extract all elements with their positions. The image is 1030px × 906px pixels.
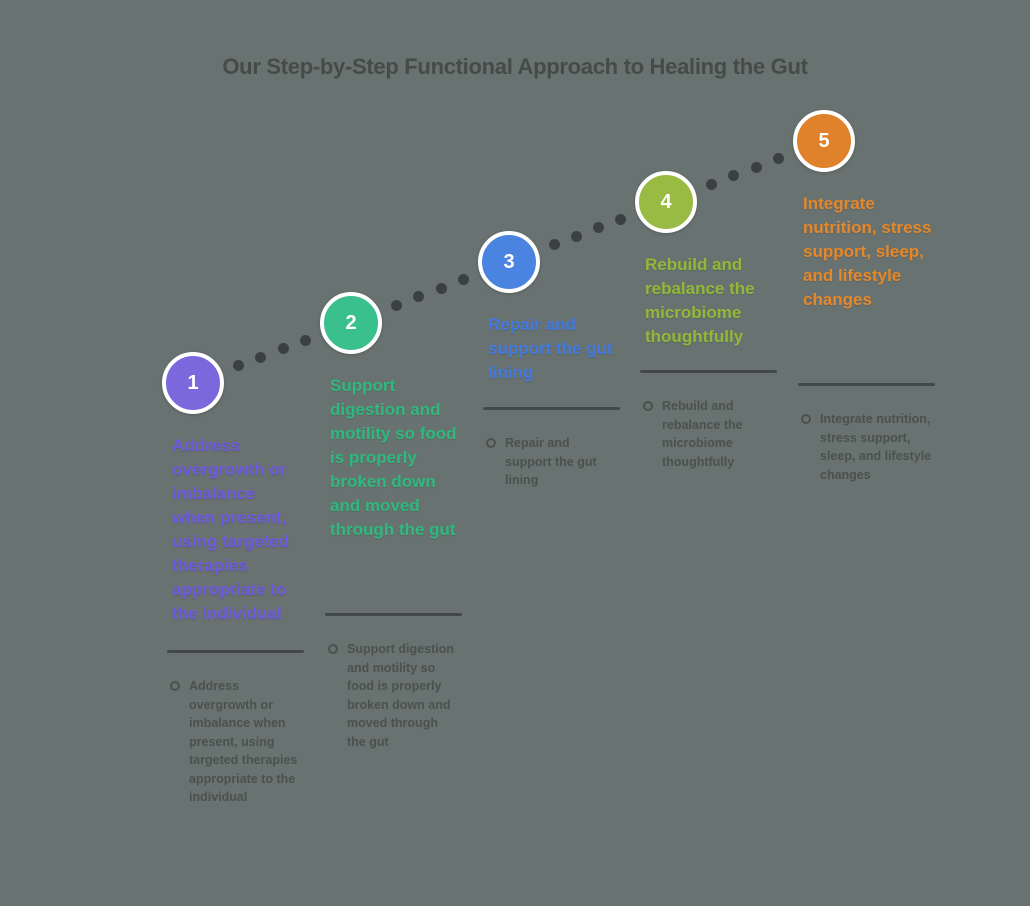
step-4-description-row: Rebuild and rebalance the microbiome tho… (643, 397, 775, 471)
bullet-icon (486, 438, 496, 448)
path-dot (391, 299, 403, 311)
step-number: 3 (503, 250, 515, 273)
step-1-number-badge: 1 (162, 352, 224, 414)
path-dot (706, 178, 718, 190)
step-description: Repair and support the gut lining (505, 436, 597, 487)
step-5-title: Integrate nutrition, stress support, sle… (803, 194, 932, 309)
step-2-number-badge: 2 (320, 292, 382, 354)
step-1-title: Address overgrowth or imbalance when pre… (172, 436, 290, 623)
step-4-number-badge: 4 (635, 171, 697, 233)
step-description: Support digestion and motility so food i… (347, 642, 454, 749)
path-dot (750, 161, 762, 173)
step-description: Rebuild and rebalance the microbiome tho… (662, 399, 743, 469)
step-5-description-row: Integrate nutrition, stress support, sle… (801, 410, 933, 484)
step-2-description-row: Support digestion and motility so food i… (328, 640, 460, 751)
bullet-icon (170, 681, 180, 691)
divider-line (167, 650, 304, 653)
divider-line (640, 370, 777, 373)
step-3-number-badge: 3 (478, 231, 540, 293)
path-dot (233, 360, 245, 372)
divider-line (325, 613, 462, 616)
path-dot (571, 230, 582, 242)
path-dot (277, 343, 289, 355)
divider-line (483, 407, 620, 410)
path-dot (457, 274, 469, 286)
step-4-title: Rebuild and rebalance the microbiome tho… (645, 255, 755, 346)
divider-line (798, 383, 935, 386)
bullet-icon (801, 414, 811, 424)
path-dot (435, 282, 447, 294)
path-dot (614, 213, 626, 225)
step-description: Integrate nutrition, stress support, sle… (820, 412, 932, 482)
path-dot (549, 239, 561, 251)
bullet-icon (328, 644, 338, 654)
step-5-number-badge: 5 (793, 110, 855, 172)
step-3-description-row: Repair and support the gut lining (486, 434, 618, 490)
path-dot (413, 291, 425, 303)
step-1-description-row: Address overgrowth or imbalance when pre… (170, 677, 302, 807)
step-description: Address overgrowth or imbalance when pre… (189, 679, 298, 804)
bullet-icon (643, 401, 653, 411)
step-number: 1 (187, 371, 199, 394)
path-dot (299, 334, 311, 346)
step-2-title: Support digestion and motility so food i… (330, 376, 457, 539)
step-number: 5 (818, 129, 830, 152)
path-dot (772, 153, 784, 165)
page-title: Our Step-by-Step Functional Approach to … (222, 54, 808, 79)
step-number: 2 (345, 311, 357, 334)
path-dot (592, 222, 604, 234)
path-dot (255, 351, 267, 363)
step-3-title: Repair and support the gut lining (488, 315, 613, 382)
path-dot (728, 170, 740, 182)
step-number: 4 (660, 190, 672, 213)
